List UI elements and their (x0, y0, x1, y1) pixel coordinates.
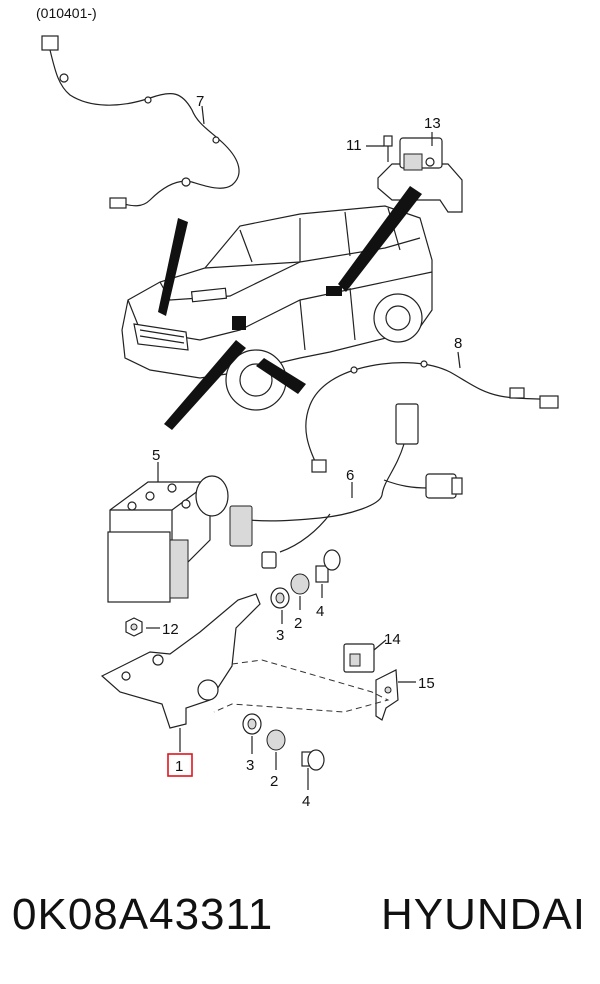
parts-diagram: (010401-) (36, 5, 559, 810)
bracket-1 (100, 593, 261, 777)
callout-4-lower: 4 (302, 793, 310, 810)
callout-15: 15 (418, 675, 435, 692)
nut-12 (125, 617, 160, 637)
callout-5: 5 (152, 447, 160, 464)
footer: 0K08A43311 HYUNDAI (0, 880, 600, 950)
callout-8: 8 (454, 335, 462, 352)
callout-11: 11 (346, 137, 362, 154)
module-13 (366, 132, 463, 213)
part-number: 0K08A43311 (12, 890, 274, 939)
callout-1: 1 (175, 758, 183, 775)
callout-3: 3 (276, 627, 284, 644)
callout-14: 14 (384, 631, 401, 648)
relay-14-bracket-15 (343, 639, 416, 721)
hydraulic-unit-5 (107, 462, 229, 603)
callout-2: 2 (294, 615, 302, 632)
location-pointers (158, 186, 422, 430)
callout-7: 7 (196, 93, 204, 110)
brand-name: HYUNDAI (380, 890, 586, 939)
highlight-box (167, 753, 193, 777)
rear-wheel-sensor-8 (305, 351, 559, 473)
callout-3-lower: 3 (246, 757, 254, 774)
front-wheel-sensor-7 (41, 35, 240, 209)
mount-hardware-lower (242, 713, 325, 790)
callout-13: 13 (424, 115, 441, 132)
vehicle-suv (121, 205, 433, 411)
dashed-link (213, 659, 390, 713)
date-code: (010401-) (36, 5, 97, 21)
callout-2-lower: 2 (270, 773, 278, 790)
wiring-harness-6 (229, 403, 463, 569)
callout-4: 4 (316, 603, 324, 620)
callout-6: 6 (346, 467, 354, 484)
callout-12: 12 (162, 621, 179, 638)
mount-hardware-upper (270, 549, 341, 624)
